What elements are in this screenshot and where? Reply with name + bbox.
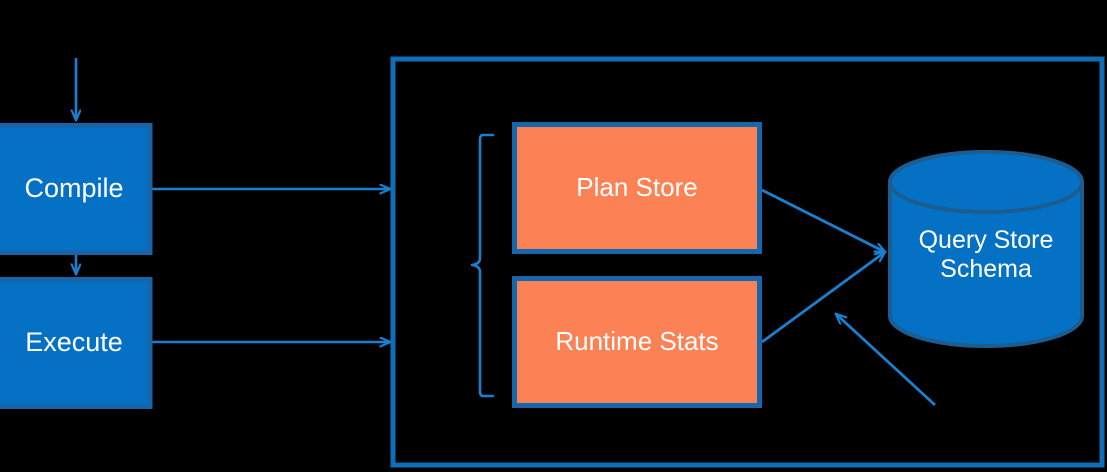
edge-external-to-schema bbox=[836, 314, 936, 407]
compile-box[interactable] bbox=[0, 123, 153, 255]
query-store-container bbox=[390, 56, 1105, 468]
grouping-brace bbox=[470, 133, 495, 398]
edge-plan-store-to-schema bbox=[761, 188, 885, 252]
runtime-stats-box[interactable] bbox=[512, 276, 762, 408]
execute-box[interactable] bbox=[0, 277, 153, 409]
edge-runtime-stats-to-schema bbox=[761, 252, 885, 344]
query-store-schema-cylinder[interactable] bbox=[888, 150, 1084, 348]
plan-store-box[interactable] bbox=[512, 122, 762, 254]
